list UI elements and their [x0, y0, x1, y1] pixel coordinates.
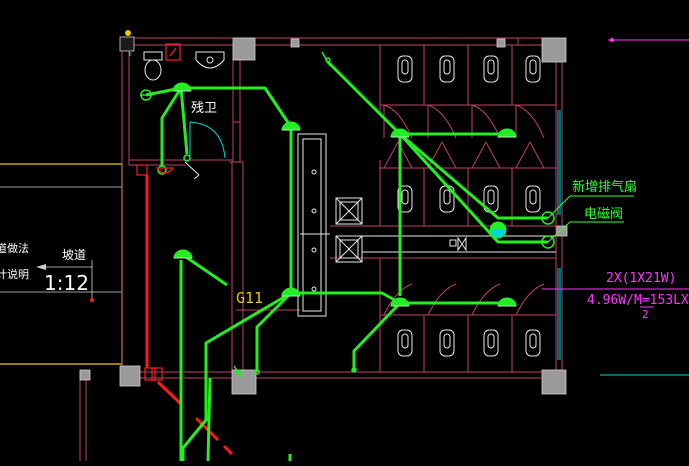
ceiling-lamp-icon: [390, 297, 410, 307]
toilet-icon: [439, 329, 455, 357]
grid-ref-label: G11: [236, 289, 263, 307]
slope-title: 坡道: [62, 248, 86, 262]
column-icon: [556, 225, 568, 237]
ceiling-lamp-icon: [173, 249, 193, 259]
ramp-area: 坡道 1:12 道做法 计说明: [0, 163, 123, 461]
toilet-icon: [397, 185, 413, 213]
ceiling-lamp-icon: [497, 128, 517, 138]
top-stall-row: [380, 45, 556, 139]
exhaust-fan-icon: [541, 211, 555, 249]
ceiling-lamp-icon: [172, 82, 192, 92]
column-icon: [119, 36, 135, 52]
toilet-icon: [483, 55, 499, 83]
ceiling-lamp-icon: [497, 297, 517, 307]
columns: [79, 30, 568, 395]
callout-leaders: [547, 195, 634, 243]
switch-icon: [321, 51, 331, 67]
left-note-1: 道做法: [0, 241, 29, 255]
accessible-room-fixtures: [143, 51, 226, 180]
switch-icon: [183, 154, 191, 162]
switch-icon: [140, 89, 152, 101]
slope-ratio: 1:12: [44, 271, 89, 295]
switches: [140, 51, 357, 379]
ramp-outline: [0, 163, 123, 365]
ramp-marker: [90, 298, 94, 302]
toilet-fixtures: [397, 55, 541, 357]
fire-devices: [136, 43, 181, 381]
column-icon: [119, 365, 141, 387]
sink-icon: [195, 51, 225, 69]
toilet-icon: [397, 329, 413, 357]
ceiling-lamp-icon: [281, 287, 301, 297]
vent-duct: [362, 235, 556, 253]
switch-icon: [351, 367, 357, 373]
toilet-icon: [525, 185, 541, 213]
toilet-icon: [439, 55, 455, 83]
lamp-spec-denominator: 2: [642, 308, 649, 321]
left-note-2: 计说明: [0, 267, 29, 281]
wash-counter: [297, 133, 327, 317]
solenoid-valve-label: 电磁阀: [584, 207, 623, 222]
lamp-spec-top: 2X(1X21W): [606, 271, 676, 286]
column-icon: [290, 38, 300, 48]
exhaust-fan-icon: [489, 221, 507, 239]
switch-icon: [254, 369, 260, 375]
shafts: [300, 197, 363, 263]
middle-stall-row: [380, 140, 556, 226]
toilet-icon: [483, 329, 499, 357]
solenoid-valve-icon: [449, 236, 467, 252]
switch-icon: [233, 365, 243, 379]
column-icon: [231, 369, 257, 395]
ceiling-lamp-icon: [390, 128, 410, 138]
toilet-icon: [525, 329, 541, 357]
exhaust-fans: [489, 211, 555, 249]
column-icon: [496, 38, 506, 48]
red-devices: [155, 167, 175, 174]
toilet-icon: [525, 55, 541, 83]
fire-line: [145, 175, 234, 456]
door-swing-icon: [189, 121, 226, 159]
ceiling-lamp-icon: [281, 121, 301, 131]
toilet-icon: [143, 51, 163, 81]
room-name-label: 残卫: [191, 101, 217, 116]
column-icon: [541, 37, 567, 63]
toilet-icon: [397, 55, 413, 83]
column-icon: [541, 369, 567, 395]
lamp-details: [173, 90, 516, 307]
lamp-spec-bottom: 4.96W/M=153LX: [587, 293, 689, 308]
column-icon: [79, 369, 91, 381]
exhaust-fan-label: 新增排气扇: [572, 179, 637, 195]
column-icon: [232, 37, 256, 61]
bottom-stall-row: [380, 283, 556, 372]
lamps: [172, 82, 517, 307]
